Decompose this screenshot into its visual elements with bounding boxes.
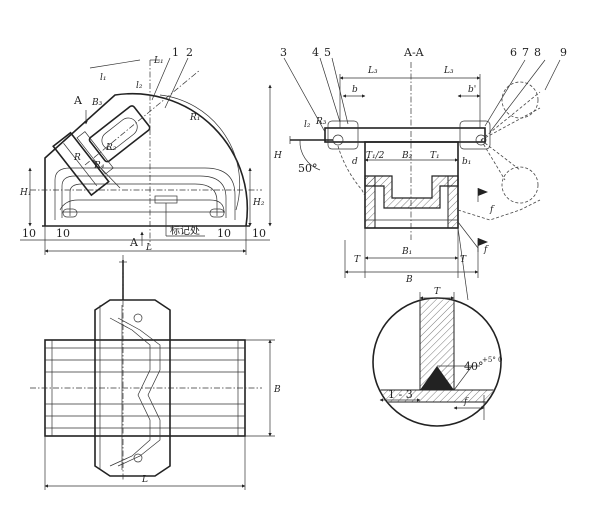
dim-R3-label: R₃ — [315, 117, 327, 127]
dim-H1-label: H₁ — [19, 188, 31, 198]
weld-f-lower-label: f — [483, 245, 489, 255]
front-outer-profile — [44, 92, 249, 227]
section-view — [283, 57, 561, 278]
weld-detail — [372, 227, 502, 427]
part-9-label: 9 — [560, 46, 567, 59]
weld-tolerance-label: +5° 0 — [482, 356, 503, 364]
part-4-label: 4 — [312, 46, 319, 59]
dim-B-section-label: B — [405, 275, 413, 285]
dim-L-top-label: L — [141, 475, 148, 485]
dim-b-label: b — [352, 85, 358, 95]
part-6-label: 6 — [510, 46, 517, 59]
part-3-label: 3 — [280, 46, 287, 59]
part-2-label: 2 — [186, 46, 193, 59]
mark-location-label: 标记处 — [170, 225, 200, 237]
section-top-bar — [324, 127, 486, 143]
dim-10-right-a: 10 — [217, 227, 231, 240]
dim-H-label: H — [273, 151, 282, 161]
dim-b1-label: b₁ — [462, 157, 471, 167]
dim-L3-left-label: L₃ — [367, 66, 378, 76]
dim-T-right-label: T — [460, 255, 467, 265]
section-chain-right — [457, 199, 541, 221]
dim-l2-label: l₂ — [136, 81, 143, 91]
weld-angle-label: 40° — [464, 360, 484, 373]
angle-50-label: 50° — [298, 162, 318, 175]
dim-l1-label: l₁ — [100, 73, 107, 83]
top-view — [30, 255, 275, 490]
front-track-outer — [54, 167, 236, 220]
part-1-label: 1 — [172, 46, 179, 59]
dim-B2-label: B₂ — [401, 151, 413, 161]
weld-bead — [420, 366, 454, 390]
dim-R-label: R — [73, 153, 81, 163]
section-mark-bottom: A — [129, 236, 139, 249]
front-track-middle — [61, 175, 227, 218]
dim-10-left-b: 10 — [56, 227, 70, 240]
dim-R2-label: R₂ — [105, 143, 117, 153]
dim-10-left-a: 10 — [22, 227, 36, 240]
front-view — [20, 57, 272, 255]
section-chain-left — [337, 145, 366, 197]
front-track-inner — [69, 183, 218, 216]
section-mark-top: A — [73, 94, 83, 107]
part-7-label: 7 — [522, 46, 529, 59]
dim-L-front-label: L — [145, 243, 152, 253]
section-hat-profile — [364, 175, 459, 209]
detail-range-label: 1 - 3 — [388, 388, 413, 401]
section-swing-link — [480, 81, 541, 204]
front-inner-arc — [159, 94, 241, 211]
dim-B3-label: B₃ — [91, 98, 103, 108]
weld-f-upper-label: f — [489, 205, 495, 215]
dim-B-top-label: B — [273, 385, 281, 395]
dim-T1-half-label: T₁/2 — [366, 151, 385, 161]
dim-H2-label: H₂ — [252, 198, 265, 208]
part-8-label: 8 — [534, 46, 541, 59]
dim-R4-label: R₄ — [93, 161, 105, 171]
detail-T-label: T — [434, 287, 441, 297]
part-5-label: 5 — [324, 46, 331, 59]
mark-plate — [154, 195, 178, 204]
dim-l2-section-label: l₂ — [304, 120, 311, 130]
dim-d-label: d — [352, 157, 358, 167]
dim-10-right-b: 10 — [252, 227, 266, 240]
dim-T-left-label: T — [354, 255, 361, 265]
dim-L1-label: L₁ — [153, 56, 164, 66]
dim-T1-label: T₁ — [430, 151, 440, 161]
section-title: A-A — [403, 46, 425, 59]
dim-B1-label: B₁ — [401, 247, 412, 257]
dim-L3-right-label: L₃ — [443, 66, 454, 76]
detail-f-label: f — [463, 397, 469, 407]
dim-b-prime-label: b' — [468, 85, 476, 95]
dim-R1-label: R₁ — [189, 113, 200, 123]
front-pin-arm — [52, 105, 151, 197]
